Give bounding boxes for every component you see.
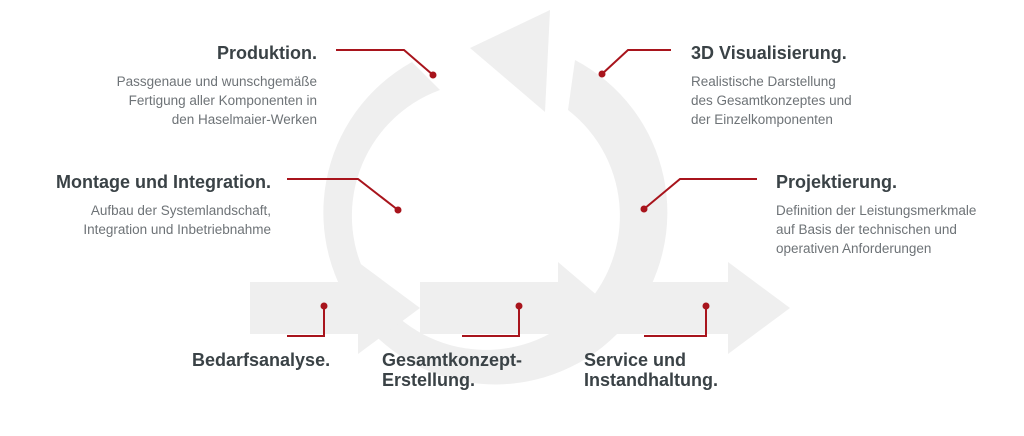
stage-service: Service und Instandhaltung.	[584, 350, 718, 390]
stage-description: Aufbau der Systemlandschaft, Integration…	[83, 203, 271, 237]
stage-title: Bedarfsanalyse.	[192, 350, 331, 370]
stage-gesamtkonzept: Gesamtkonzept- Erstellung.	[382, 350, 522, 390]
bottom-arrow-1	[250, 262, 420, 354]
bottom-arrow-2	[420, 262, 612, 354]
stage-description: Definition der Leistungsmerkmale auf Bas…	[776, 203, 977, 256]
stage-title: 3D Visualisierung.	[691, 43, 847, 63]
stage-description: Passgenaue und wunschgemäße Fertigung al…	[116, 74, 317, 127]
stage-title: Montage und Integration.	[56, 172, 271, 192]
stage-title-line-2: Instandhaltung.	[584, 370, 718, 390]
connector-montage	[287, 178, 402, 214]
stage-title-line-1: Gesamtkonzept-	[382, 350, 523, 370]
stage-produktion: Produktion. Passgenaue und wunschgemäße …	[117, 42, 317, 129]
stage-visualisierung: 3D Visualisierung. Realistische Darstell…	[691, 42, 852, 129]
stage-bedarfsanalyse: Bedarfsanalyse.	[192, 350, 330, 370]
connector-visualisierung	[598, 49, 671, 78]
bottom-arrow-3	[612, 262, 790, 354]
stage-title: Projektierung.	[776, 172, 898, 192]
connector-produktion	[336, 49, 437, 79]
stage-title-line-2: Erstellung.	[382, 370, 476, 390]
connector-bedarfsanalyse	[287, 302, 328, 337]
connector-service	[644, 302, 710, 337]
stage-title: Produktion.	[217, 43, 317, 63]
stage-title-line-1: Service und	[584, 350, 687, 370]
stage-description: Realistische Darstellung des Gesamtkonze…	[691, 74, 852, 127]
stage-projektierung: Projektierung. Definition der Leistungsm…	[776, 171, 976, 258]
cycle-arrow-shape	[323, 10, 668, 385]
stage-montage: Montage und Integration. Aufbau der Syst…	[56, 171, 271, 239]
connector-projektierung	[640, 178, 757, 213]
connector-gesamtkonzept	[462, 302, 523, 337]
